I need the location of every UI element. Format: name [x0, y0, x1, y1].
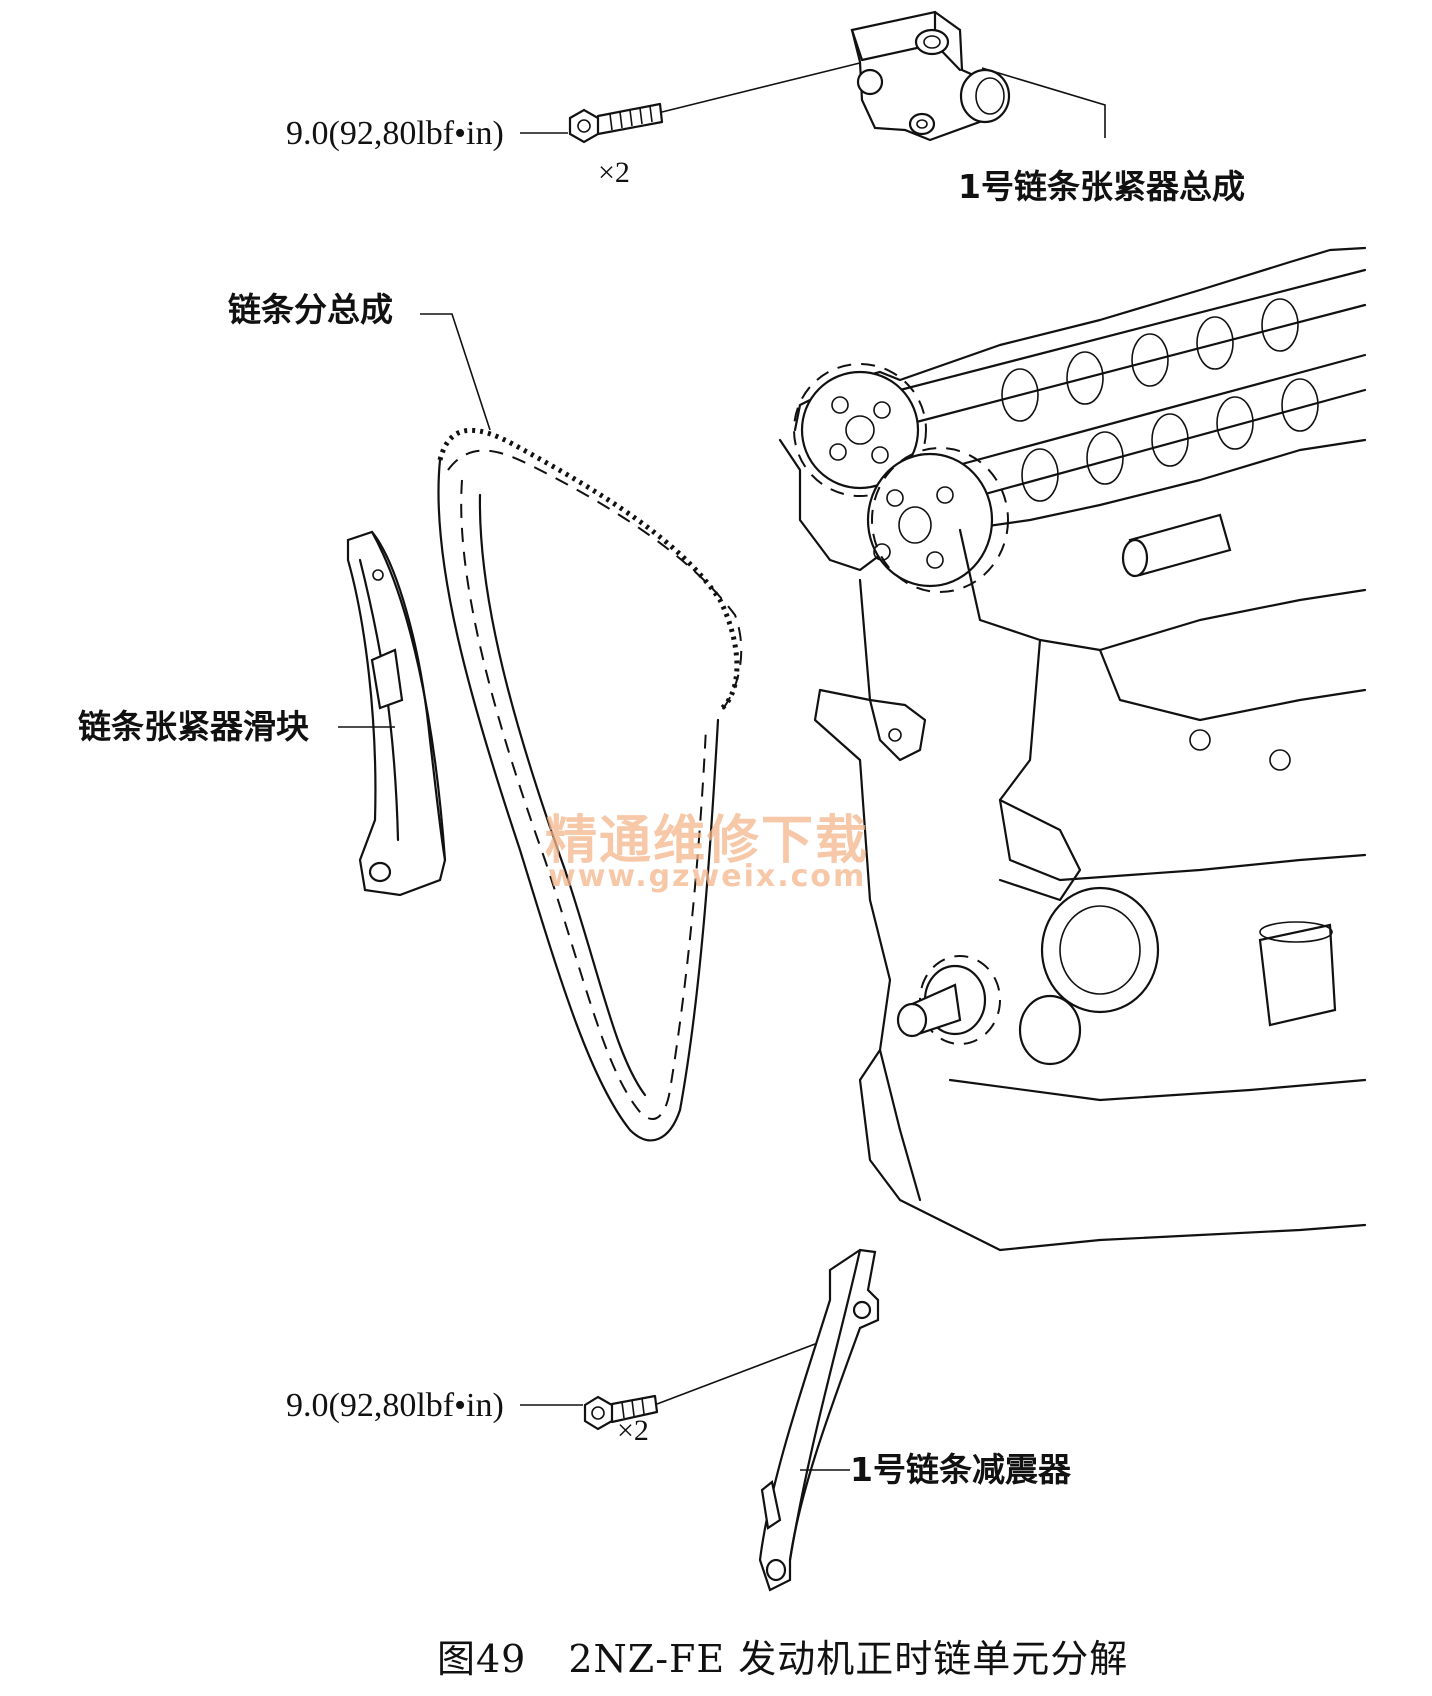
torque-label-top: 9.0(92,80lbf•in): [286, 115, 504, 152]
chain-damper-drawing: [758, 1248, 880, 1592]
chain-leader: [420, 313, 491, 431]
tensioner-assembly-label: 1号链条张紧器总成: [958, 167, 1245, 206]
torque-label-bottom: 9.0(92,80lbf•in): [286, 1387, 504, 1424]
tensioner-assembly-drawing: [850, 10, 1011, 142]
bottom-bolt: [583, 1394, 659, 1431]
figure-title: 2NZ-FE 发动机正时链单元分解: [568, 1637, 1129, 1681]
quantity-label-bottom: ×2: [617, 1414, 649, 1447]
watermark-title: 精通维修下载: [545, 811, 870, 871]
timing-chain-drawing: [437, 427, 743, 1142]
watermark-url: www.gzweix.com: [548, 859, 867, 894]
top-bolt: [568, 102, 664, 144]
tensioner-slipper-drawing: [346, 530, 447, 897]
figure-caption: 图49 2NZ-FE 发动机正时链单元分解: [437, 1640, 1128, 1678]
figure-number: 图49: [437, 1637, 527, 1681]
engine-block-drawing: [778, 246, 1367, 1252]
chain-subassembly-label: 链条分总成: [228, 290, 393, 329]
chain-damper-label: 1号链条减震器: [850, 1450, 1071, 1489]
quantity-label-top: ×2: [598, 156, 630, 189]
tensioner-slipper-label: 链条张紧器滑块: [78, 707, 309, 746]
tensioner-assembly-leader: [981, 67, 1106, 138]
top-bolt-leader: [661, 57, 881, 113]
